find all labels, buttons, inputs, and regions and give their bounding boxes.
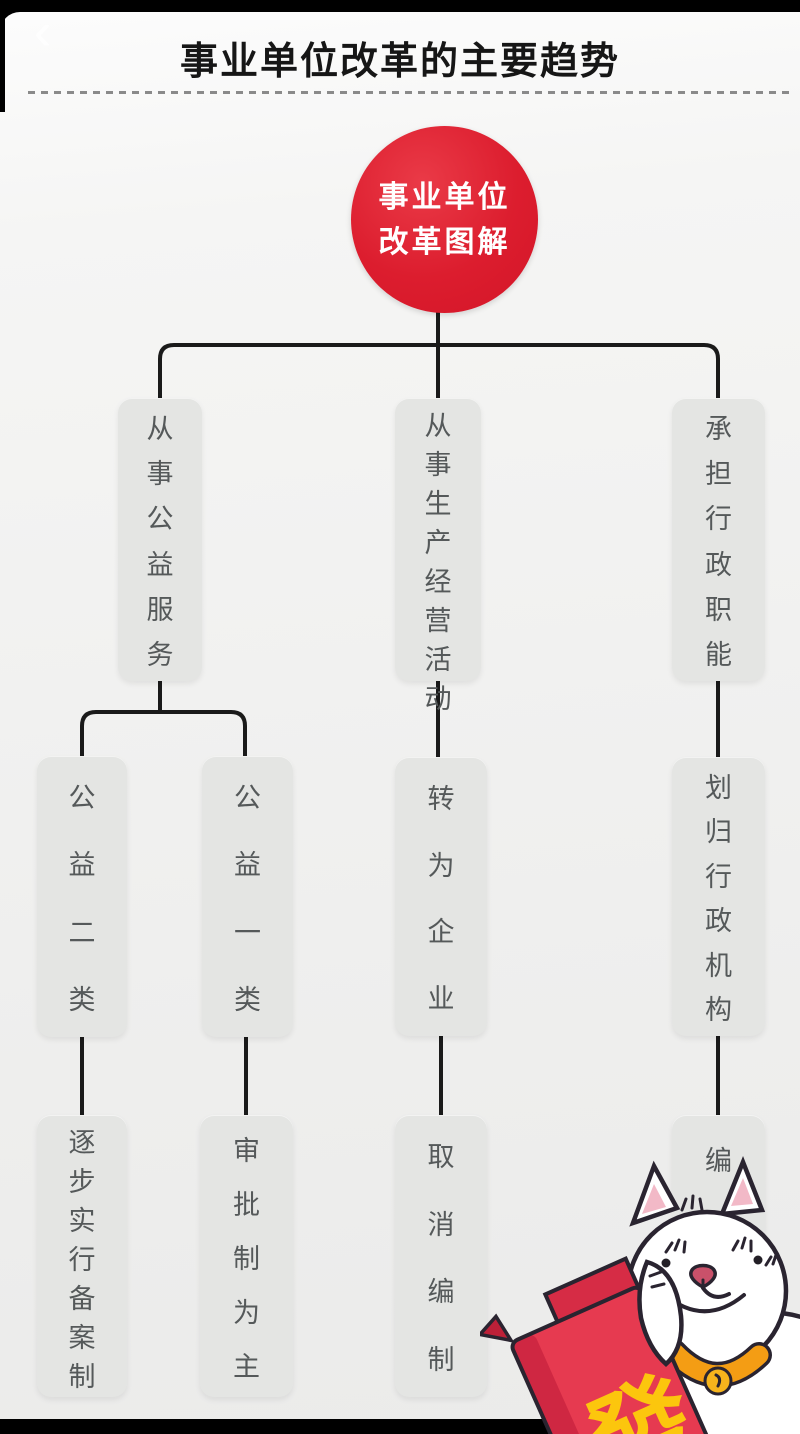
node-char: 编 <box>427 1277 455 1308</box>
node-char: 从 <box>146 414 174 445</box>
node-char: 备 <box>68 1284 96 1314</box>
dog-nose <box>689 1263 717 1289</box>
node-char: 职 <box>705 594 732 625</box>
node-char: 事 <box>146 459 174 490</box>
node-char: 业 <box>427 984 455 1015</box>
node-char: 消 <box>427 1209 455 1240</box>
node-char: 归 <box>705 817 732 848</box>
node-char: 类 <box>68 984 96 1015</box>
collar-bell <box>703 1366 733 1396</box>
root-node: 事业单位 改革图解 <box>351 126 538 313</box>
root-node-line2: 改革图解 <box>378 225 511 259</box>
node-char: 取 <box>427 1142 455 1173</box>
node-char: 从 <box>424 411 452 441</box>
node-char: 制 <box>68 1362 96 1392</box>
node-char: 事 <box>424 450 452 480</box>
dog-eye-right <box>753 1255 763 1265</box>
node-char: 承 <box>705 414 732 445</box>
back-chevron-icon[interactable]: ‹ <box>34 3 52 61</box>
node-char: 政 <box>705 906 732 937</box>
node-char: 步 <box>68 1167 96 1197</box>
node-char: 二 <box>68 917 96 948</box>
node-char: 公 <box>146 504 174 535</box>
node-char: 益 <box>146 549 174 580</box>
node-char: 生 <box>424 489 452 519</box>
node-char: 动 <box>424 684 452 714</box>
node-char: 公 <box>234 783 261 814</box>
node-char: 构 <box>705 995 732 1026</box>
node-char: 实 <box>68 1206 96 1236</box>
node-welfare-class-1: 公 益 一 类 <box>202 756 293 1037</box>
node-char: 批 <box>233 1189 260 1220</box>
dog-paw <box>637 1259 684 1368</box>
node-convert-to-enterprise: 转 为 企 业 <box>395 757 487 1036</box>
node-char: 企 <box>427 917 455 948</box>
node-public-welfare-service: 从 事 公 益 服 务 <box>118 398 202 681</box>
node-char: 务 <box>146 639 174 670</box>
node-char: 行 <box>705 504 732 535</box>
node-char: 案 <box>68 1323 96 1353</box>
node-char: 益 <box>68 850 96 881</box>
node-administrative-functions: 承 担 行 政 职 能 <box>672 398 765 681</box>
node-char: 类 <box>234 984 261 1015</box>
node-char: 划 <box>705 772 732 803</box>
node-char: 活 <box>424 645 452 675</box>
node-char: 担 <box>705 459 732 490</box>
node-approval-system: 审 批 制 为 主 <box>200 1115 293 1397</box>
node-char: 制 <box>233 1243 260 1274</box>
node-welfare-class-2: 公 益 二 类 <box>37 756 127 1037</box>
node-char: 制 <box>427 1344 455 1375</box>
node-char: 机 <box>705 950 732 981</box>
node-char: 益 <box>234 850 261 881</box>
node-char: 一 <box>234 917 261 948</box>
node-char: 政 <box>705 549 732 580</box>
node-char: 行 <box>705 861 732 892</box>
node-char: 公 <box>68 783 96 814</box>
top-left-black-edge <box>0 0 5 112</box>
node-char: 行 <box>68 1245 96 1275</box>
page-title: 事业单位改革的主要趋势 <box>179 41 620 83</box>
node-char: 产 <box>424 528 452 558</box>
node-cancel-staffing: 取 消 编 制 <box>395 1115 487 1397</box>
node-char: 逐 <box>68 1128 96 1158</box>
node-char: 转 <box>427 783 455 814</box>
node-char: 为 <box>233 1297 260 1328</box>
dashed-divider <box>28 91 792 94</box>
node-char: 能 <box>705 639 732 670</box>
node-char: 主 <box>233 1351 260 1382</box>
node-filing-system: 逐 步 实 行 备 案 制 <box>37 1115 127 1397</box>
node-to-administrative-org: 划 归 行 政 机 构 <box>672 757 765 1036</box>
node-char: 经 <box>424 567 452 597</box>
node-char: 编 <box>705 1146 732 1176</box>
node-char: 审 <box>233 1135 260 1166</box>
root-node-line1: 事业单位 <box>378 180 511 214</box>
dog-eye-left <box>661 1258 671 1268</box>
dog-mascot: 發 <box>480 1155 800 1434</box>
node-char: 为 <box>427 850 455 881</box>
node-char: 服 <box>146 594 174 625</box>
node-char: 营 <box>424 606 452 636</box>
node-production-business: 从 事 生 产 经 营 活 动 <box>395 398 481 714</box>
